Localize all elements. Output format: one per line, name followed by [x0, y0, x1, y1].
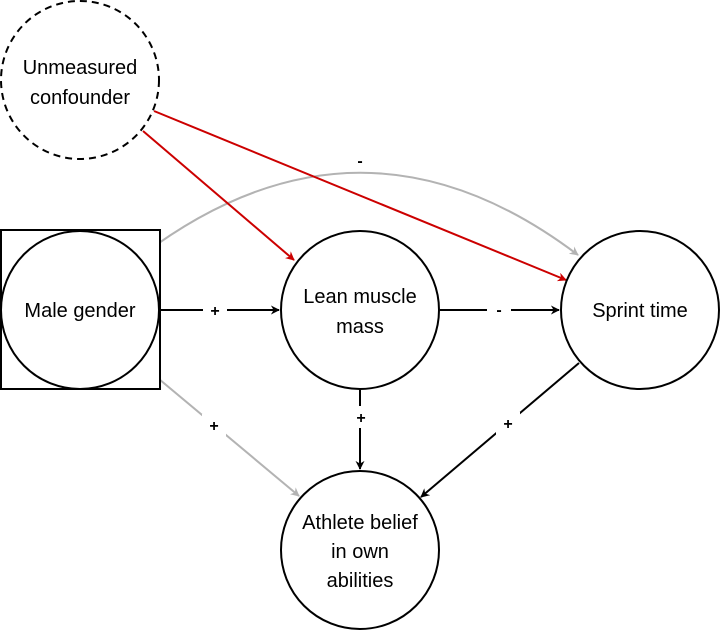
edge-label-bg-male-belief	[202, 414, 226, 438]
edge-label-male-lean: +	[210, 303, 219, 320]
node-label-male-gender: Male gender	[24, 300, 136, 322]
node-shape-belief	[280, 470, 440, 630]
edge-label-male-belief: +	[209, 418, 218, 435]
node-label-confounder-line2: confounder	[30, 87, 130, 109]
edge-label-bg-sprint-belief	[496, 412, 520, 436]
edge-label-male-sprint: -	[357, 153, 362, 170]
node-label-belief-line2: in own	[331, 541, 389, 563]
edge-confounder-to-sprint	[153, 110, 567, 282]
node-shape-male-gender	[0, 230, 160, 390]
node-shape-lean	[280, 230, 440, 390]
node-unmeasured-confounder[interactable]: Unmeasured confounder	[0, 0, 160, 160]
node-shape-sprint	[560, 230, 720, 390]
edge-label-bg-male-sprint	[350, 152, 370, 166]
node-male-gender[interactable]: Male gender	[0, 229, 161, 390]
node-label-belief-line3: abilities	[327, 570, 394, 592]
node-label-lean-line2: mass	[336, 316, 384, 338]
node-label-sprint: Sprint time	[592, 300, 688, 322]
edge-male-to-sprint	[140, 171, 579, 257]
node-label-lean-line1: Lean muscle	[303, 286, 416, 308]
node-label-confounder-line1: Unmeasured	[23, 57, 138, 79]
node-shape-confounder	[0, 0, 160, 160]
node-sprint-time[interactable]: Sprint time	[560, 230, 720, 390]
edges: - + - + + +	[140, 110, 580, 498]
edge-label-bg-lean-belief	[350, 406, 370, 428]
edge-label-bg-male-lean	[203, 300, 227, 320]
node-athlete-belief[interactable]: Athlete belief in own abilities	[280, 470, 440, 630]
node-label-belief-line1: Athlete belief	[302, 512, 418, 534]
edge-label-lean-sprint: -	[496, 302, 501, 319]
edge-confounder-to-lean	[142, 130, 295, 261]
edge-label-lean-belief: +	[356, 410, 365, 427]
edge-label-sprint-belief: +	[503, 416, 512, 433]
edge-label-bg-lean-sprint	[487, 300, 511, 320]
node-lean-muscle-mass[interactable]: Lean muscle mass	[280, 230, 440, 390]
